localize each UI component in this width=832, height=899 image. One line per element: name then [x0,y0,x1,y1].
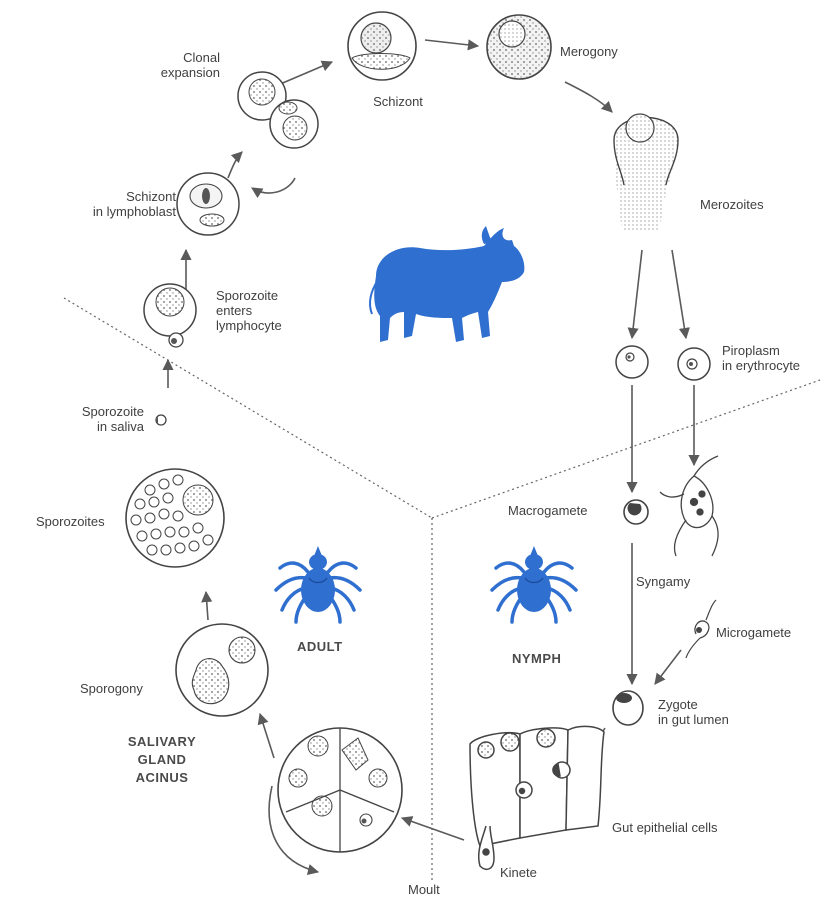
macrogamete-cell [624,500,648,524]
label-syngamy: Syngamy [636,574,690,589]
schizont-cell [348,12,416,80]
zygote-cell [613,691,643,725]
nymph-tick-icon [492,546,576,622]
adult-tick-icon [276,546,360,622]
label-gut-epithelial-cells: Gut epithelial cells [612,820,718,835]
label-moult: Moult [408,882,440,897]
label-microgamete: Microgamete [716,625,791,640]
label-sporozoites: Sporozoites [36,514,105,529]
host-vector-divider-lines [64,298,820,880]
piroplasm-in-erythrocyte [678,348,710,380]
label-merogony: Merogony [560,44,618,59]
sporozoite-entering-lymphocyte-cell [144,284,196,347]
merozoites-cell [614,114,678,230]
gut-epithelial-cells [470,726,604,869]
sporozoites-cell [126,469,224,567]
label-kinete: Kinete [500,865,537,880]
schizont-in-lymphoblast-cell [177,173,239,235]
label-schizont: Schizont [358,94,438,109]
label-macrogamete: Macrogamete [508,503,587,518]
clonal-expansion-cells [238,72,318,148]
sporozoite-in-saliva [156,415,166,425]
salivary-gland-acinus-cells [278,728,402,852]
microgamete-cell [686,600,716,658]
label-sporogony: Sporogony [80,681,143,696]
label-adult: ADULT [297,639,343,654]
ray-body-cell [660,456,718,556]
sporogony-cell [176,624,268,716]
erythrocyte-left [616,346,648,378]
label-merozoites: Merozoites [700,197,764,212]
cattle-icon [370,226,524,342]
merogony-cell [487,15,551,79]
label-nymph: NYMPH [512,651,561,666]
